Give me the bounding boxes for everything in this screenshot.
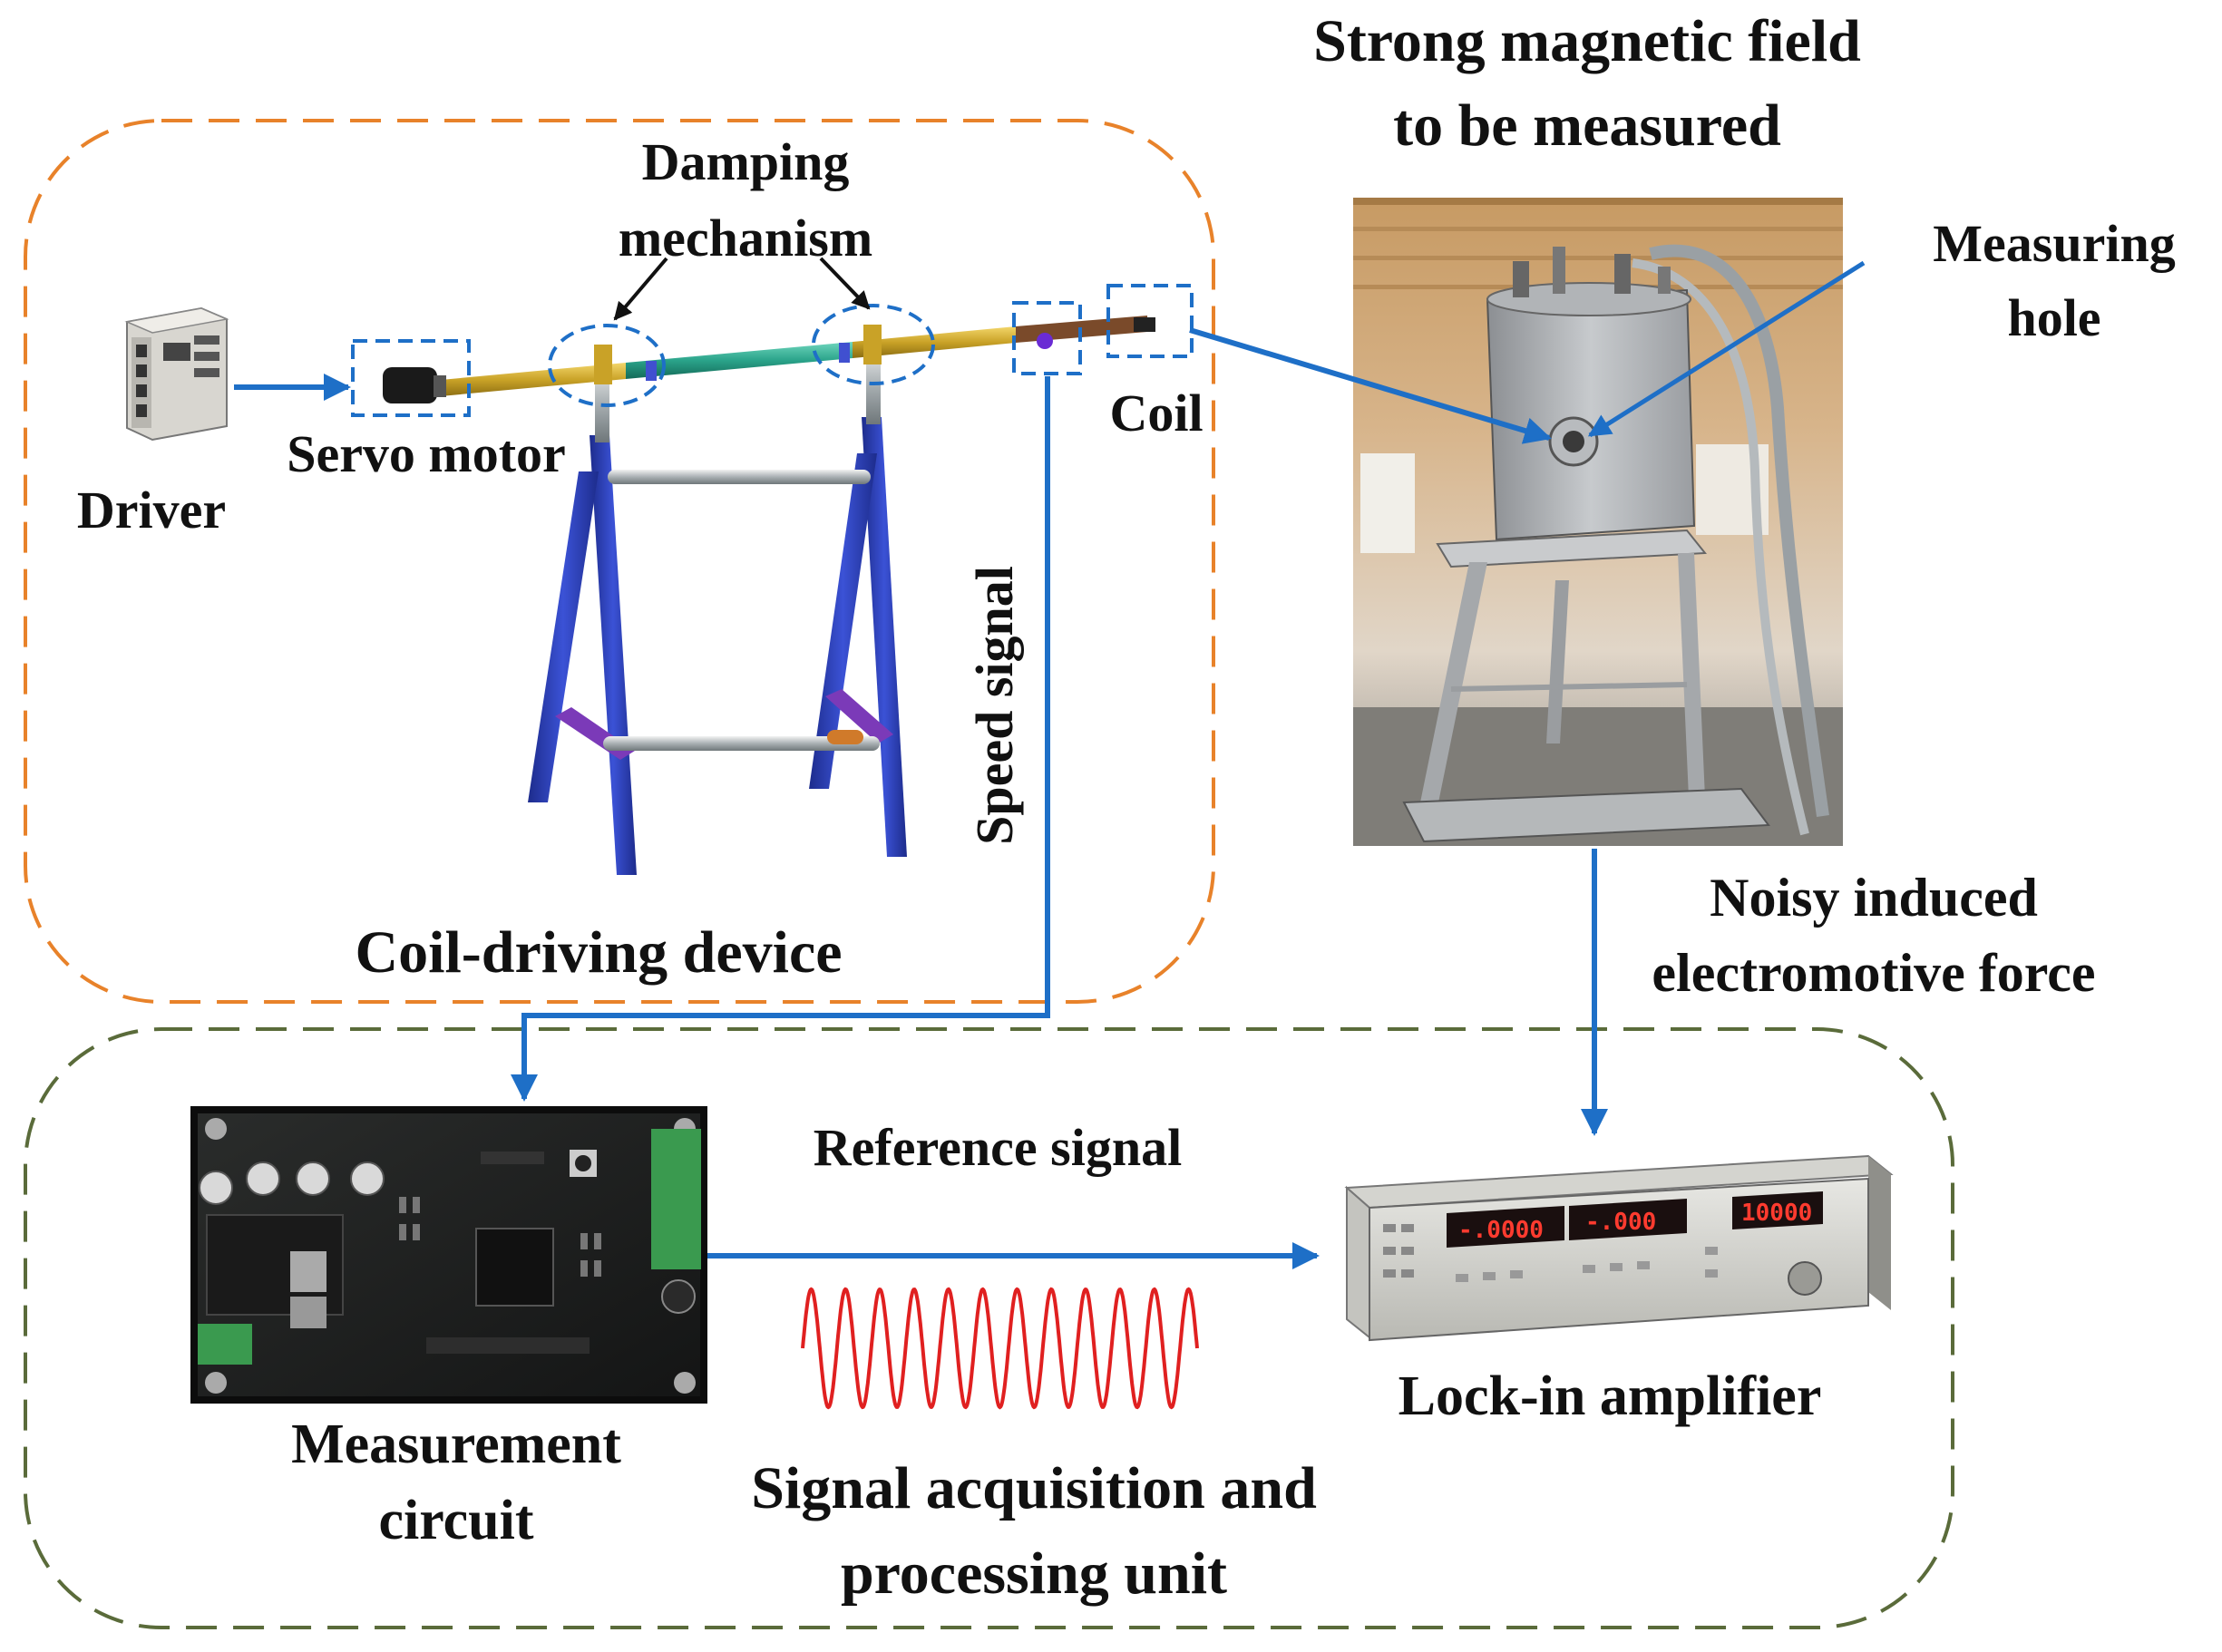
title-line-2: to be measured xyxy=(1393,92,1781,159)
measurement-circuit-label-line-1: Measurement xyxy=(291,1414,621,1475)
damping-highlight-left xyxy=(548,324,666,407)
signal-unit-boundary xyxy=(24,1027,1954,1629)
reference-signal-label: Reference signal xyxy=(814,1118,1182,1177)
servo-motor-highlight xyxy=(351,339,471,417)
signal-unit-label-line-2: processing unit xyxy=(841,1540,1227,1607)
speed-signal-path xyxy=(511,376,1050,1102)
damping-pointer-right xyxy=(819,257,871,310)
lockin-amplifier-label: Lock-in amplifier xyxy=(1398,1365,1822,1427)
damping-highlight-right xyxy=(812,304,935,385)
noisy-emf-label-line-1: Noisy induced xyxy=(1710,868,2038,928)
measuring-hole-label-line-2: hole xyxy=(2007,288,2100,347)
signal-unit-label-line-1: Signal acquisition and xyxy=(751,1455,1317,1521)
lockin-amplifier-device xyxy=(1344,1154,1894,1342)
coil-driving-device-boundary xyxy=(24,119,1215,1004)
measurement-circuit-board xyxy=(190,1106,707,1404)
lockin-display-ch1: -.0000 xyxy=(1458,1217,1544,1244)
coil-to-hole-arrow xyxy=(1189,327,1552,444)
measurement-circuit-label-line-2: circuit xyxy=(378,1490,533,1551)
coil-driving-device-label: Coil-driving device xyxy=(355,919,842,986)
measuring-hole-pointer xyxy=(1587,260,1866,438)
measuring-hole-label-line-1: Measuring xyxy=(1933,214,2175,273)
noisy-emf-label-line-2: electromotive force xyxy=(1652,943,2095,1003)
coil-highlight xyxy=(1106,284,1194,358)
damping-pointer-left xyxy=(613,257,668,321)
coil-driving-mechanism xyxy=(383,316,1155,875)
driver-device xyxy=(124,306,229,442)
damping-label-line-1: Damping xyxy=(642,132,850,191)
coil-label: Coil xyxy=(1109,384,1203,442)
lockin-display-ch2: -.000 xyxy=(1585,1209,1656,1236)
damping-label-line-2: mechanism xyxy=(619,209,872,267)
driver-label: Driver xyxy=(77,481,226,539)
title-line-1: Strong magnetic field xyxy=(1313,8,1861,74)
servo-motor-label: Servo motor xyxy=(287,424,566,483)
reference-sine-wave xyxy=(801,1287,1199,1410)
lockin-display-ch3: 10000 xyxy=(1741,1200,1812,1227)
speed-sensor-highlight xyxy=(1012,301,1082,375)
speed-signal-label: Speed signal xyxy=(965,566,1024,845)
magnet-photo xyxy=(1353,198,1843,846)
